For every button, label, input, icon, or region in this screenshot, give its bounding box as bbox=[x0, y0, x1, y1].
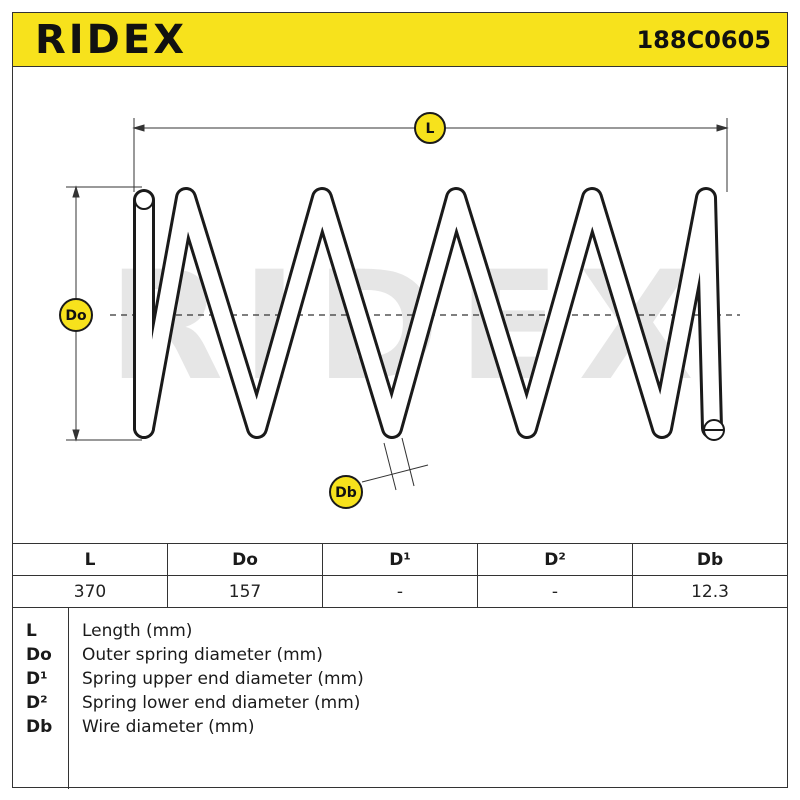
wire-diameter-dimension bbox=[361, 437, 429, 491]
spec-value: 12.3 bbox=[632, 575, 788, 608]
spring-coils bbox=[133, 187, 723, 439]
svg-text:L: L bbox=[426, 121, 435, 137]
part-number: 188C0605 bbox=[636, 26, 771, 54]
legend-key: Do bbox=[26, 645, 52, 665]
spec-table: L Do D¹ D² Db 370 157 - - 12.3 bbox=[12, 543, 788, 608]
legend-desc: Spring upper end diameter (mm) bbox=[82, 669, 364, 689]
svg-text:Do: Do bbox=[65, 308, 87, 324]
header-bar: RIDEX 188C0605 bbox=[12, 12, 788, 67]
legend-key: D² bbox=[26, 693, 48, 713]
spec-header: L bbox=[12, 543, 168, 576]
spec-header: Db bbox=[632, 543, 788, 576]
legend: L Length (mm) Do Outer spring diameter (… bbox=[12, 607, 788, 789]
spec-header: Do bbox=[167, 543, 323, 576]
svg-text:Db: Db bbox=[335, 485, 357, 501]
spec-header-row: L Do D¹ D² Db bbox=[12, 543, 788, 576]
spec-header: D² bbox=[477, 543, 633, 576]
legend-desc: Outer spring diameter (mm) bbox=[82, 645, 323, 665]
spec-value: 157 bbox=[167, 575, 323, 608]
badge-l: L bbox=[414, 112, 446, 144]
spec-value: 370 bbox=[12, 575, 168, 608]
top-end-section bbox=[134, 190, 154, 210]
legend-key: Db bbox=[26, 717, 53, 737]
legend-desc: Spring lower end diameter (mm) bbox=[82, 693, 361, 713]
spring-drawing: RIDEX L bbox=[59, 112, 740, 509]
legend-desc: Length (mm) bbox=[82, 621, 193, 641]
legend-key: D¹ bbox=[26, 669, 48, 689]
badge-db: Db bbox=[329, 475, 363, 509]
brand-logo: RIDEX bbox=[35, 17, 188, 63]
legend-divider bbox=[68, 608, 69, 789]
spec-value-row: 370 157 - - 12.3 bbox=[12, 575, 788, 608]
legend-key: L bbox=[26, 621, 37, 641]
badge-do: Do bbox=[59, 298, 93, 332]
spec-value: - bbox=[477, 575, 633, 608]
spec-header: D¹ bbox=[322, 543, 478, 576]
legend-desc: Wire diameter (mm) bbox=[82, 717, 255, 737]
spec-value: - bbox=[322, 575, 478, 608]
